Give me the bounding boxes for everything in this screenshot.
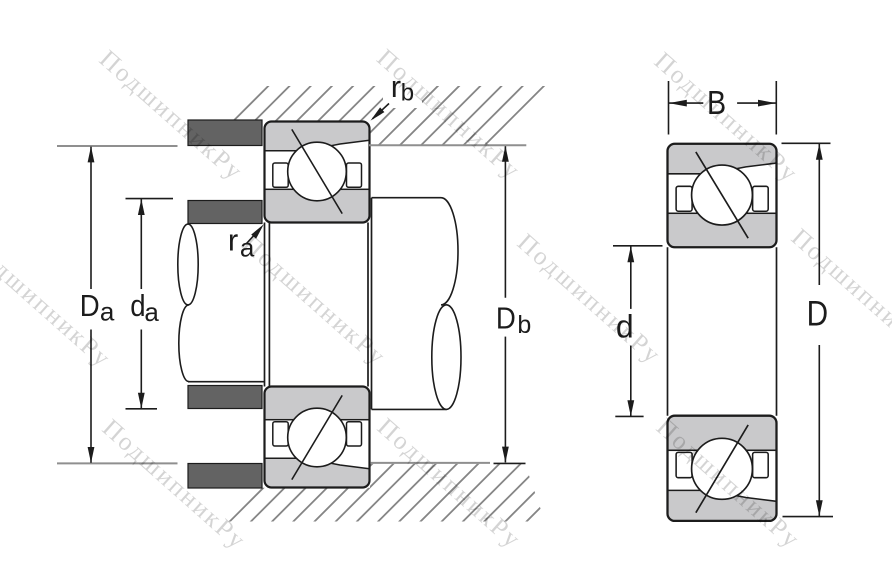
svg-text:r: r (391, 69, 401, 104)
svg-text:a: a (240, 233, 255, 263)
svg-text:d: d (616, 308, 634, 344)
svg-text:b: b (401, 80, 414, 107)
svg-text:d: d (130, 289, 145, 324)
svg-text:a: a (144, 297, 159, 327)
svg-text:B: B (707, 84, 726, 121)
svg-text:b: b (517, 311, 531, 339)
svg-text:a: a (100, 297, 115, 327)
svg-text:r: r (228, 223, 238, 258)
svg-text:D: D (496, 301, 516, 336)
svg-text:D: D (80, 288, 100, 323)
svg-text:D: D (807, 294, 828, 333)
